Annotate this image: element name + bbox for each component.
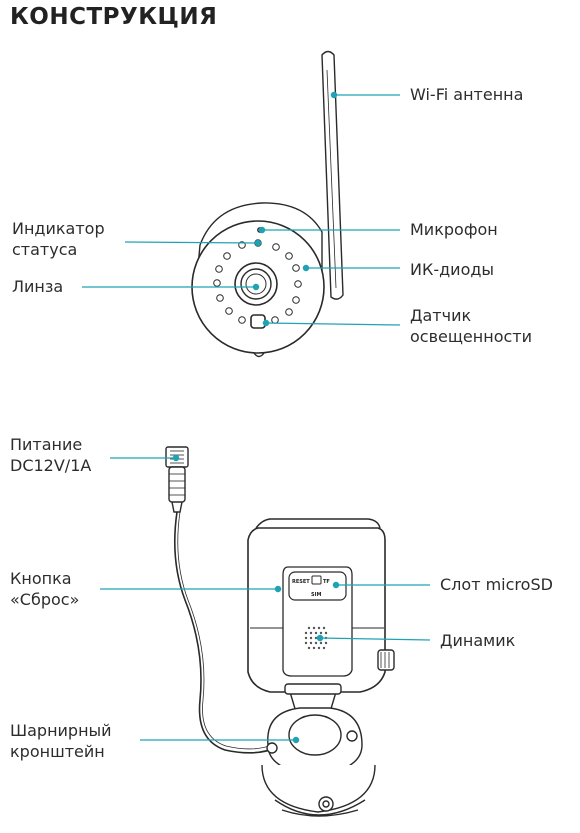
label-hinge-bracket: Шарнирный кронштейн bbox=[10, 721, 112, 761]
speaker-grille bbox=[304, 626, 328, 650]
back-camera bbox=[165, 446, 395, 817]
label-status-indicator: Индикатор статуса bbox=[12, 219, 105, 259]
ir-led-ring bbox=[213, 241, 302, 324]
side-antenna-knob bbox=[377, 649, 395, 671]
slot-tf-text: TF bbox=[323, 579, 330, 585]
antenna bbox=[321, 50, 344, 300]
hinge-bracket bbox=[261, 707, 376, 817]
microsd-slot-cover bbox=[288, 571, 347, 601]
label-microsd-slot: Слот microSD bbox=[440, 575, 553, 594]
label-light-sensor: Датчик освещенности bbox=[410, 306, 532, 346]
slot-sim-text: SIM bbox=[311, 592, 321, 598]
label-speaker: Динамик bbox=[440, 631, 516, 650]
label-power: Питание DC12V/1A bbox=[10, 435, 92, 475]
label-reset-button: Кнопка «Сброс» bbox=[10, 569, 80, 609]
label-lens: Линза bbox=[12, 277, 64, 296]
power-connector bbox=[165, 446, 189, 513]
microphone-dot bbox=[257, 227, 263, 233]
page-title: КОНСТРУКЦИЯ bbox=[10, 4, 218, 30]
label-ir-leds: ИК-диоды bbox=[410, 260, 495, 279]
front-camera bbox=[191, 50, 344, 358]
label-microphone: Микрофон bbox=[410, 220, 498, 239]
slot-reset-text: RESET bbox=[292, 579, 310, 585]
label-wifi-antenna: Wi-Fi антенна bbox=[410, 85, 524, 104]
light-sensor bbox=[250, 314, 266, 329]
